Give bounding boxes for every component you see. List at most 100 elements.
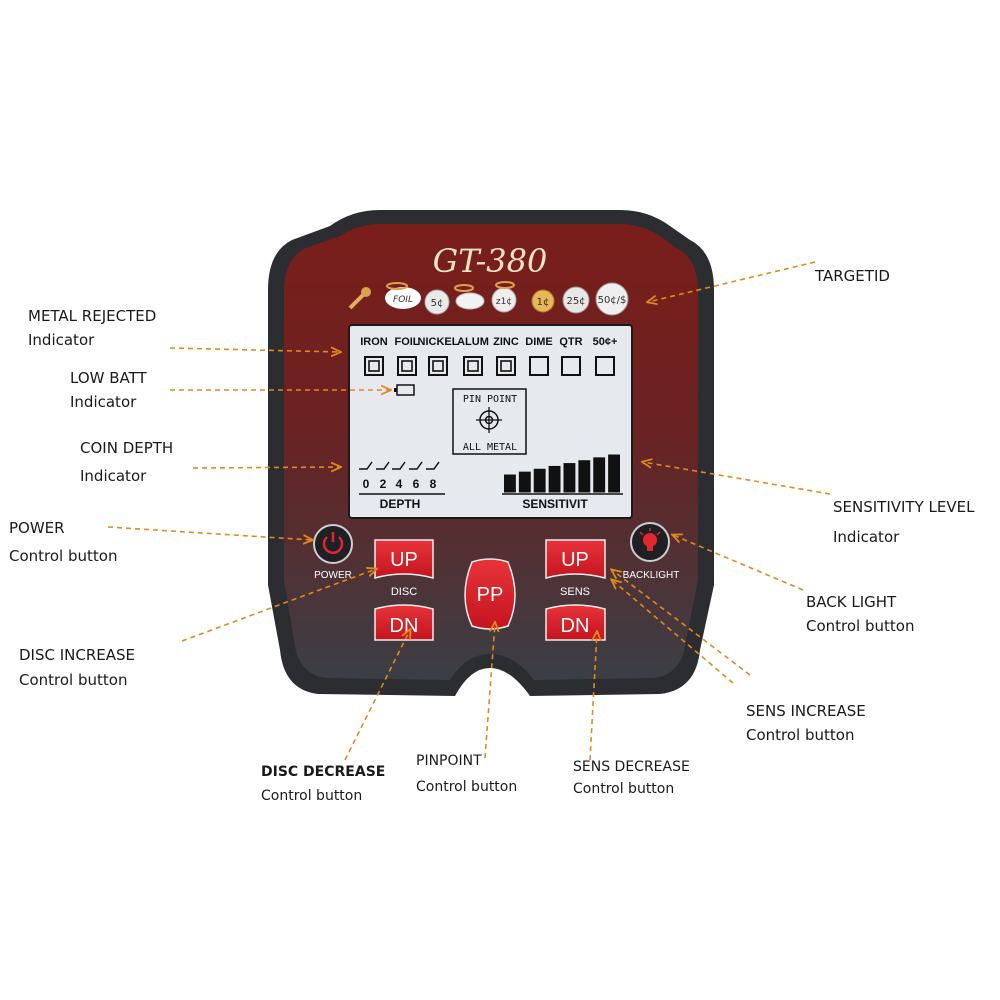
category-label-foil: FOIL [394, 336, 419, 348]
sensitivity-bar [563, 463, 576, 493]
sens-up-label: UP [561, 549, 589, 571]
label-back-light-title: BACK LIGHT [806, 593, 897, 611]
arrow-back-light [673, 535, 804, 591]
arrow-targetid [648, 261, 816, 302]
label-disc-decrease-sub: Control button [261, 788, 363, 804]
label-back-light: BACK LIGHT Control button [806, 590, 914, 638]
disc-down-label: DN [390, 615, 419, 637]
sensitivity-label: SENSITIVIT [522, 497, 588, 511]
pinpoint-indicator: PIN POINT ALL METAL [452, 388, 527, 455]
sensitivity-bar [504, 474, 516, 493]
backlight-button[interactable]: BACKLIGHT [623, 522, 680, 581]
power-label: POWER [314, 570, 352, 581]
label-low-batt-title: LOW BATT [70, 369, 147, 387]
label-power: POWER Control button [9, 514, 117, 570]
category-box-3 [428, 356, 448, 376]
label-sens-increase: SENS INCREASE Control button [746, 699, 866, 747]
sens-down-label: DN [561, 615, 590, 637]
depth-number: 6 [413, 477, 420, 491]
category-label-dime: DIME [525, 336, 553, 348]
label-low-batt: LOW BATT Indicator [70, 366, 147, 414]
label-sens-increase-sub: Control button [746, 726, 855, 744]
depth-number: 2 [380, 477, 387, 491]
half-dollar-coin-icon: 50¢/$ [595, 282, 629, 316]
depth-tick-0: 0 [359, 461, 373, 491]
category-box-1 [364, 356, 384, 376]
label-metal-rejected-title: METAL REJECTED [28, 307, 157, 325]
backlight-label: BACKLIGHT [623, 570, 680, 581]
category-label-iron: IRON [360, 336, 388, 348]
svg-text:1¢: 1¢ [537, 297, 550, 308]
label-metal-rejected-sub: Indicator [28, 331, 95, 349]
label-coin-depth-title: COIN DEPTH [80, 439, 174, 457]
sensitivity-bar [593, 457, 606, 493]
label-disc-decrease-title: DISC DECREASE [261, 764, 386, 780]
label-sens-increase-title: SENS INCREASE [746, 702, 866, 720]
label-pinpoint-sub: Control button [416, 779, 518, 795]
arrow-sens-increase [612, 570, 751, 676]
sens-down-button[interactable]: DN [545, 604, 606, 641]
lcd-category-boxes [364, 356, 615, 376]
disc-up-label: UP [390, 549, 418, 571]
sensitivity-bar [548, 465, 561, 493]
depth-tick-2: 2 [376, 461, 390, 491]
depth-tick-6: 6 [409, 461, 423, 491]
label-sens-decrease-sub: Control button [573, 781, 675, 797]
sens-up-button[interactable]: UP [545, 539, 606, 579]
arrow-disc-decrease [344, 630, 410, 761]
category-label-50c: 50¢+ [593, 336, 618, 348]
arrow-pinpoint [484, 623, 495, 759]
label-coin-depth: COIN DEPTH Indicator [80, 434, 173, 490]
arrow-metal-rejected [169, 348, 340, 352]
svg-text:z1¢: z1¢ [496, 297, 512, 307]
pull-tab-icon [454, 284, 485, 310]
arrow-sensitivity [643, 462, 831, 495]
disc-label: DISC [391, 586, 417, 598]
all-metal-label: ALL METAL [463, 442, 517, 453]
power-button[interactable]: POWER [313, 524, 353, 581]
depth-number: 4 [396, 477, 403, 491]
target-icons-row: FOIL 5¢ z1¢ 1¢ 25¢ 50¢/$ [348, 281, 629, 316]
arrow-sens-decrease [589, 632, 597, 761]
quarter-coin-icon: 25¢ [562, 286, 590, 314]
label-metal-rejected: METAL REJECTED Indicator [28, 304, 156, 352]
nickel-coin-icon: 5¢ [424, 289, 450, 315]
category-box-2 [397, 356, 417, 376]
category-box-6 [529, 356, 549, 376]
sens-label: SENS [560, 586, 590, 598]
label-power-title: POWER [9, 519, 65, 537]
category-box-8 [595, 356, 615, 376]
depth-number: 0 [363, 477, 370, 491]
label-sensitivity-level-title: SENSITIVITY LEVEL [833, 498, 975, 516]
sensitivity-bar [578, 460, 591, 493]
disc-down-button[interactable]: DN [374, 604, 434, 641]
svg-text:5¢: 5¢ [431, 298, 444, 309]
sensitivity-bar [533, 468, 546, 493]
category-box-5 [496, 356, 516, 376]
category-label-alum: ALUM [457, 336, 489, 348]
model-title: GT-380 [433, 242, 548, 280]
label-disc-increase-title: DISC INCREASE [19, 646, 136, 664]
depth-tick-4: 4 [392, 461, 406, 491]
label-sensitivity-level: SENSITIVITY LEVEL Indicator [833, 492, 974, 552]
label-back-light-sub: Control button [806, 617, 915, 635]
label-sens-decrease-title: SENS DECREASE [573, 759, 690, 775]
arrow-power [107, 526, 312, 540]
pinpoint-button[interactable]: PP [464, 558, 516, 630]
label-coin-depth-sub: Indicator [80, 467, 147, 485]
sensitivity-bar [518, 471, 531, 493]
lcd-category-labels: IRON FOIL NICKEL ALUM ZINC DIME QTR 50¢+ [360, 336, 617, 348]
category-label-qtr: QTR [559, 336, 582, 348]
depth-label: DEPTH [380, 497, 421, 511]
disc-up-button[interactable]: UP [374, 539, 434, 579]
depth-tick-8: 8 [426, 461, 440, 491]
sensitivity-bar [608, 454, 620, 493]
arrow-coin-depth [192, 467, 340, 468]
label-low-batt-sub: Indicator [70, 393, 137, 411]
label-targetid: TARGETID [815, 264, 890, 288]
arrow-disc-increase [181, 569, 376, 642]
power-icon [322, 532, 344, 554]
category-label-zinc: ZINC [493, 336, 519, 348]
